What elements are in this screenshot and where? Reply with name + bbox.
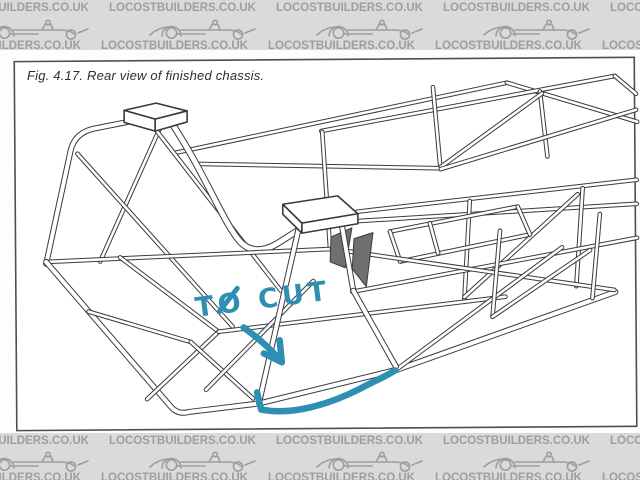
kit-car-icon [149,451,256,472]
watermark-text: LOCOSTBUILDERS.CO.UK [0,472,81,480]
diff-bracket-plate [351,232,374,288]
watermark-text: LOCOSTBUILDERS.CO.UK [435,40,582,50]
watermark-text: LOCOSTBUILDERS.CO.UK [602,472,640,480]
watermark-text-row: LOCOSTBUILDERS.CO.UK LOCOSTBUILDERS.CO.UK… [0,2,640,14]
watermark-text: LOCOSTBUILDERS.CO.UK [268,40,415,50]
watermark-text: LOCOSTBUILDERS.CO.UK [443,435,590,447]
damper-top-plate-side [301,212,359,234]
watermark-text: LOCOSTBUILDERS.CO.UK [0,435,89,447]
arrow-head-icon [260,337,286,366]
slash-through-o [216,285,240,315]
kit-car-icon [483,451,590,472]
watermark-text: LOCOSTBUILDERS.CO.UK [0,2,89,14]
watermark-text: LOCOSTBUILDERS.CO.UK [443,2,590,14]
watermark-banner-bottom: LOCOSTBUILDERS.CO.UK LOCOSTBUILDERS.CO.UK… [0,433,640,480]
watermark-car-row [0,17,640,41]
chassis-plates [123,102,399,406]
swoosh-underline [257,367,399,415]
kit-car-icon [483,19,590,40]
watermark-text-row: LOCOSTBUILDERS.CO.UK LOCOSTBUILDERS.CO.UK… [0,435,640,447]
figure-caption: Fig. 4.17. Rear view of finished chassis… [27,68,265,83]
kit-car-icon [316,451,423,472]
watermark-text: LOCOSTBUILDERS.CO.UK [109,2,256,14]
watermark-text: LOCOSTBUILDERS.CO.UK [276,2,423,14]
watermark-text: LOCOSTBUILDERS.CO.UK [610,435,640,447]
watermark-text: LOCOSTBUILDERS.CO.UK [109,435,256,447]
kit-car-icon [0,451,89,472]
watermark-text: LOCOSTBUILDERS.CO.UK [101,472,248,480]
watermark-text: LOCOSTBUILDERS.CO.UK [276,435,423,447]
watermark-car-row [0,449,640,473]
kit-car-icon [0,19,89,40]
watermark-text: LOCOSTBUILDERS.CO.UK [602,40,640,50]
watermark-text: LOCOSTBUILDERS.CO.UK [435,472,582,480]
watermark-text-row: LOCOSTBUILDERS.CO.UK LOCOSTBUILDERS.CO.UK… [0,40,640,50]
hoop-top-box-side [154,110,188,132]
watermark-text: LOCOSTBUILDERS.CO.UK [0,40,81,50]
chassis-tubes [43,73,640,416]
watermark-banner-top: LOCOSTBUILDERS.CO.UK LOCOSTBUILDERS.CO.UK… [0,0,640,50]
watermark-text: LOCOSTBUILDERS.CO.UK [268,472,415,480]
watermark-text: LOCOSTBUILDERS.CO.UK [610,2,640,14]
kit-car-icon [316,19,423,40]
watermark-text: LOCOSTBUILDERS.CO.UK [101,40,248,50]
kit-car-icon [149,19,256,40]
watermark-text-row: LOCOSTBUILDERS.CO.UK LOCOSTBUILDERS.CO.UK… [0,472,640,480]
